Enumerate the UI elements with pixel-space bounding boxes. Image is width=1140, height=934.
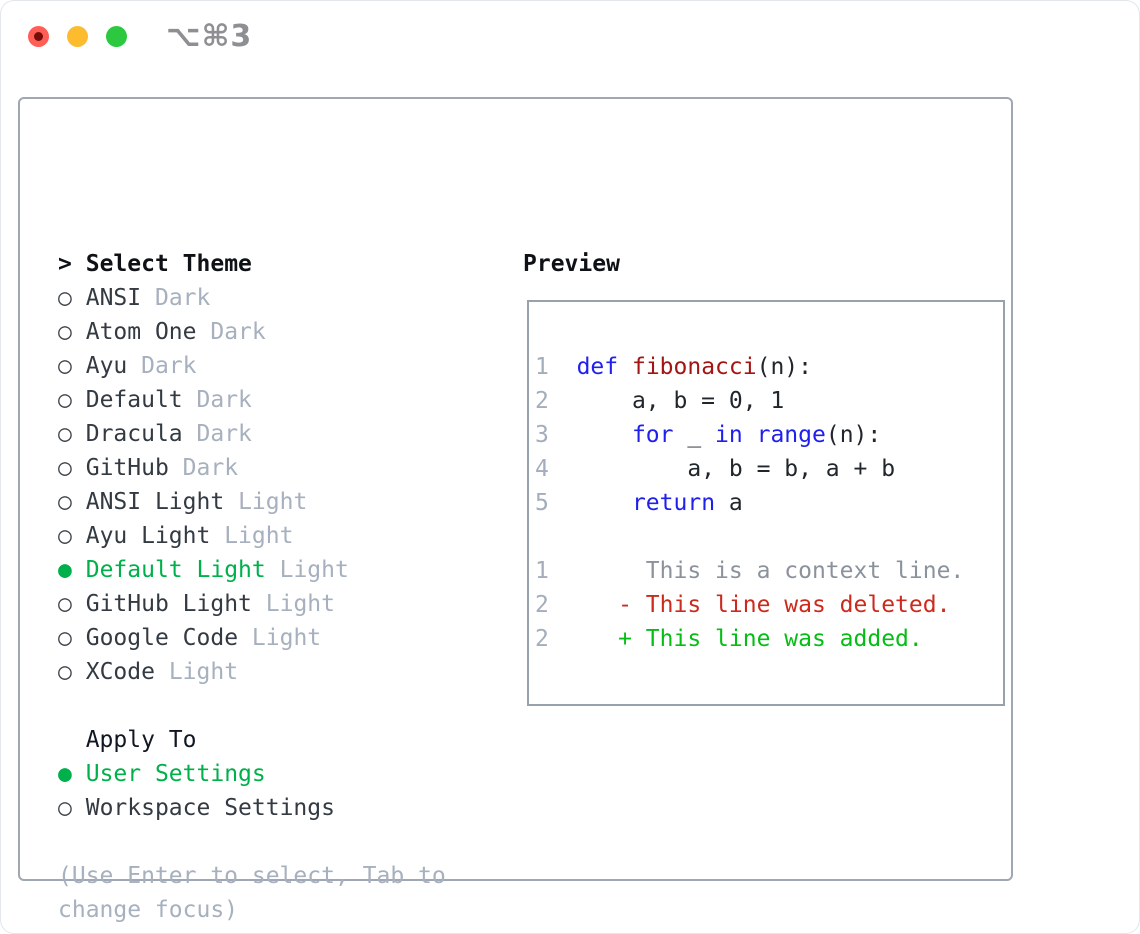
apply-option-user-settings[interactable]: ● User Settings bbox=[58, 757, 446, 791]
hint-line-2: change focus) bbox=[58, 897, 239, 923]
radio-icon: ○ bbox=[58, 319, 72, 345]
theme-variant: Dark bbox=[154, 285, 211, 311]
theme-option-ansi-light[interactable]: ○ ANSI Light Light bbox=[58, 485, 446, 519]
theme-name: Default bbox=[85, 387, 183, 413]
theme-option-google-code[interactable]: ○ Google Code Light bbox=[58, 621, 446, 655]
theme-name: Ayu bbox=[85, 353, 128, 379]
radio-icon: ○ bbox=[58, 591, 72, 617]
preview-line: 2 + This line was added. bbox=[535, 626, 923, 652]
theme-list: ○ ANSI Dark○ Atom One Dark○ Ayu Dark○ De… bbox=[58, 281, 446, 689]
preview-line: 3 for _ in range(n): bbox=[535, 422, 882, 448]
radio-icon: ○ bbox=[58, 523, 72, 549]
theme-variant: Dark bbox=[196, 421, 252, 447]
theme-variant: Light bbox=[168, 659, 239, 685]
theme-option-default[interactable]: ○ Default Dark bbox=[58, 383, 446, 417]
theme-option-default-light[interactable]: ● Default Light Light bbox=[58, 553, 446, 587]
theme-variant: Light bbox=[224, 523, 294, 549]
theme-selector-column: > Select Theme ○ ANSI Dark○ Atom One Dar… bbox=[58, 247, 446, 927]
theme-name: Default Light bbox=[85, 557, 266, 583]
preview-line: 4 a, b = b, a + b bbox=[535, 456, 896, 482]
theme-name: Atom One bbox=[85, 319, 197, 345]
radio-icon: ○ bbox=[58, 285, 72, 311]
theme-option-ayu-light[interactable]: ○ Ayu Light Light bbox=[58, 519, 446, 553]
preview-pane: 1 def fibonacci(n): 2 a, b = 0, 1 3 for _ … bbox=[527, 300, 1005, 706]
theme-option-dracula[interactable]: ○ Dracula Dark bbox=[58, 417, 446, 451]
radio-icon: ○ bbox=[58, 455, 72, 481]
zoom-button[interactable] bbox=[106, 26, 127, 47]
minimize-button[interactable] bbox=[67, 26, 88, 47]
preview-line: 5 return a bbox=[535, 490, 743, 516]
theme-variant: Light bbox=[279, 557, 349, 583]
theme-variant: Dark bbox=[210, 319, 266, 345]
preview-line: 2 - This line was deleted. bbox=[535, 592, 951, 618]
preview-line: 1 def fibonacci(n): bbox=[535, 354, 812, 380]
theme-name: ANSI bbox=[85, 285, 142, 311]
theme-variant: Dark bbox=[196, 387, 252, 413]
apply-option-label: Workspace Settings bbox=[85, 795, 335, 821]
close-button[interactable] bbox=[28, 26, 49, 47]
preview-line: 1 This is a context line. bbox=[535, 558, 965, 584]
hint-line-1: (Use Enter to select, Tab to bbox=[58, 863, 446, 889]
preview-title: Preview bbox=[523, 251, 620, 277]
radio-selected-icon: ● bbox=[58, 557, 72, 583]
theme-name: XCode bbox=[85, 659, 155, 685]
theme-name: Dracula bbox=[85, 421, 183, 447]
theme-name: Google Code bbox=[85, 625, 239, 651]
preview-line: 2 a, b = 0, 1 bbox=[535, 388, 785, 414]
theme-variant: Light bbox=[265, 591, 335, 617]
apply-to-title: Apply To bbox=[85, 727, 197, 753]
apply-option-workspace-settings[interactable]: ○ Workspace Settings bbox=[58, 791, 446, 825]
window-title: ⌥⌘3 bbox=[166, 19, 253, 54]
spacer bbox=[58, 825, 446, 859]
theme-picker-panel: > Select Theme ○ ANSI Dark○ Atom One Dar… bbox=[18, 97, 1013, 923]
theme-option-github-light[interactable]: ○ GitHub Light Light bbox=[58, 587, 446, 621]
radio-icon: ○ bbox=[58, 387, 72, 413]
preview-blank-line bbox=[535, 520, 1003, 554]
radio-icon: ○ bbox=[58, 353, 72, 379]
theme-option-github[interactable]: ○ GitHub Dark bbox=[58, 451, 446, 485]
theme-option-ayu[interactable]: ○ Ayu Dark bbox=[58, 349, 446, 383]
radio-icon: ○ bbox=[58, 795, 72, 821]
theme-name: ANSI Light bbox=[85, 489, 225, 515]
theme-option-ansi[interactable]: ○ ANSI Dark bbox=[58, 281, 446, 315]
radio-selected-icon: ● bbox=[58, 761, 72, 787]
theme-name: GitHub Light bbox=[85, 591, 252, 617]
apply-option-label: User Settings bbox=[85, 761, 266, 787]
theme-variant: Light bbox=[251, 625, 322, 651]
select-theme-title: Select Theme bbox=[85, 251, 252, 277]
apply-to-header: Apply To bbox=[58, 723, 446, 757]
radio-icon: ○ bbox=[58, 659, 72, 685]
select-theme-header: > Select Theme bbox=[58, 247, 446, 281]
theme-option-xcode[interactable]: ○ XCode Light bbox=[58, 655, 446, 689]
theme-option-atom-one[interactable]: ○ Atom One Dark bbox=[58, 315, 446, 349]
radio-icon: ○ bbox=[58, 625, 72, 651]
radio-icon: ○ bbox=[58, 421, 72, 447]
theme-name: Ayu Light bbox=[85, 523, 211, 549]
theme-name: GitHub bbox=[85, 455, 169, 481]
apply-to-list: ● User Settings○ Workspace Settings bbox=[58, 757, 446, 825]
theme-variant: Dark bbox=[141, 353, 197, 379]
theme-variant: Dark bbox=[182, 455, 239, 481]
spacer bbox=[58, 689, 446, 723]
radio-icon: ○ bbox=[58, 489, 72, 515]
prompt-icon: > bbox=[58, 251, 72, 277]
theme-variant: Light bbox=[238, 489, 308, 515]
